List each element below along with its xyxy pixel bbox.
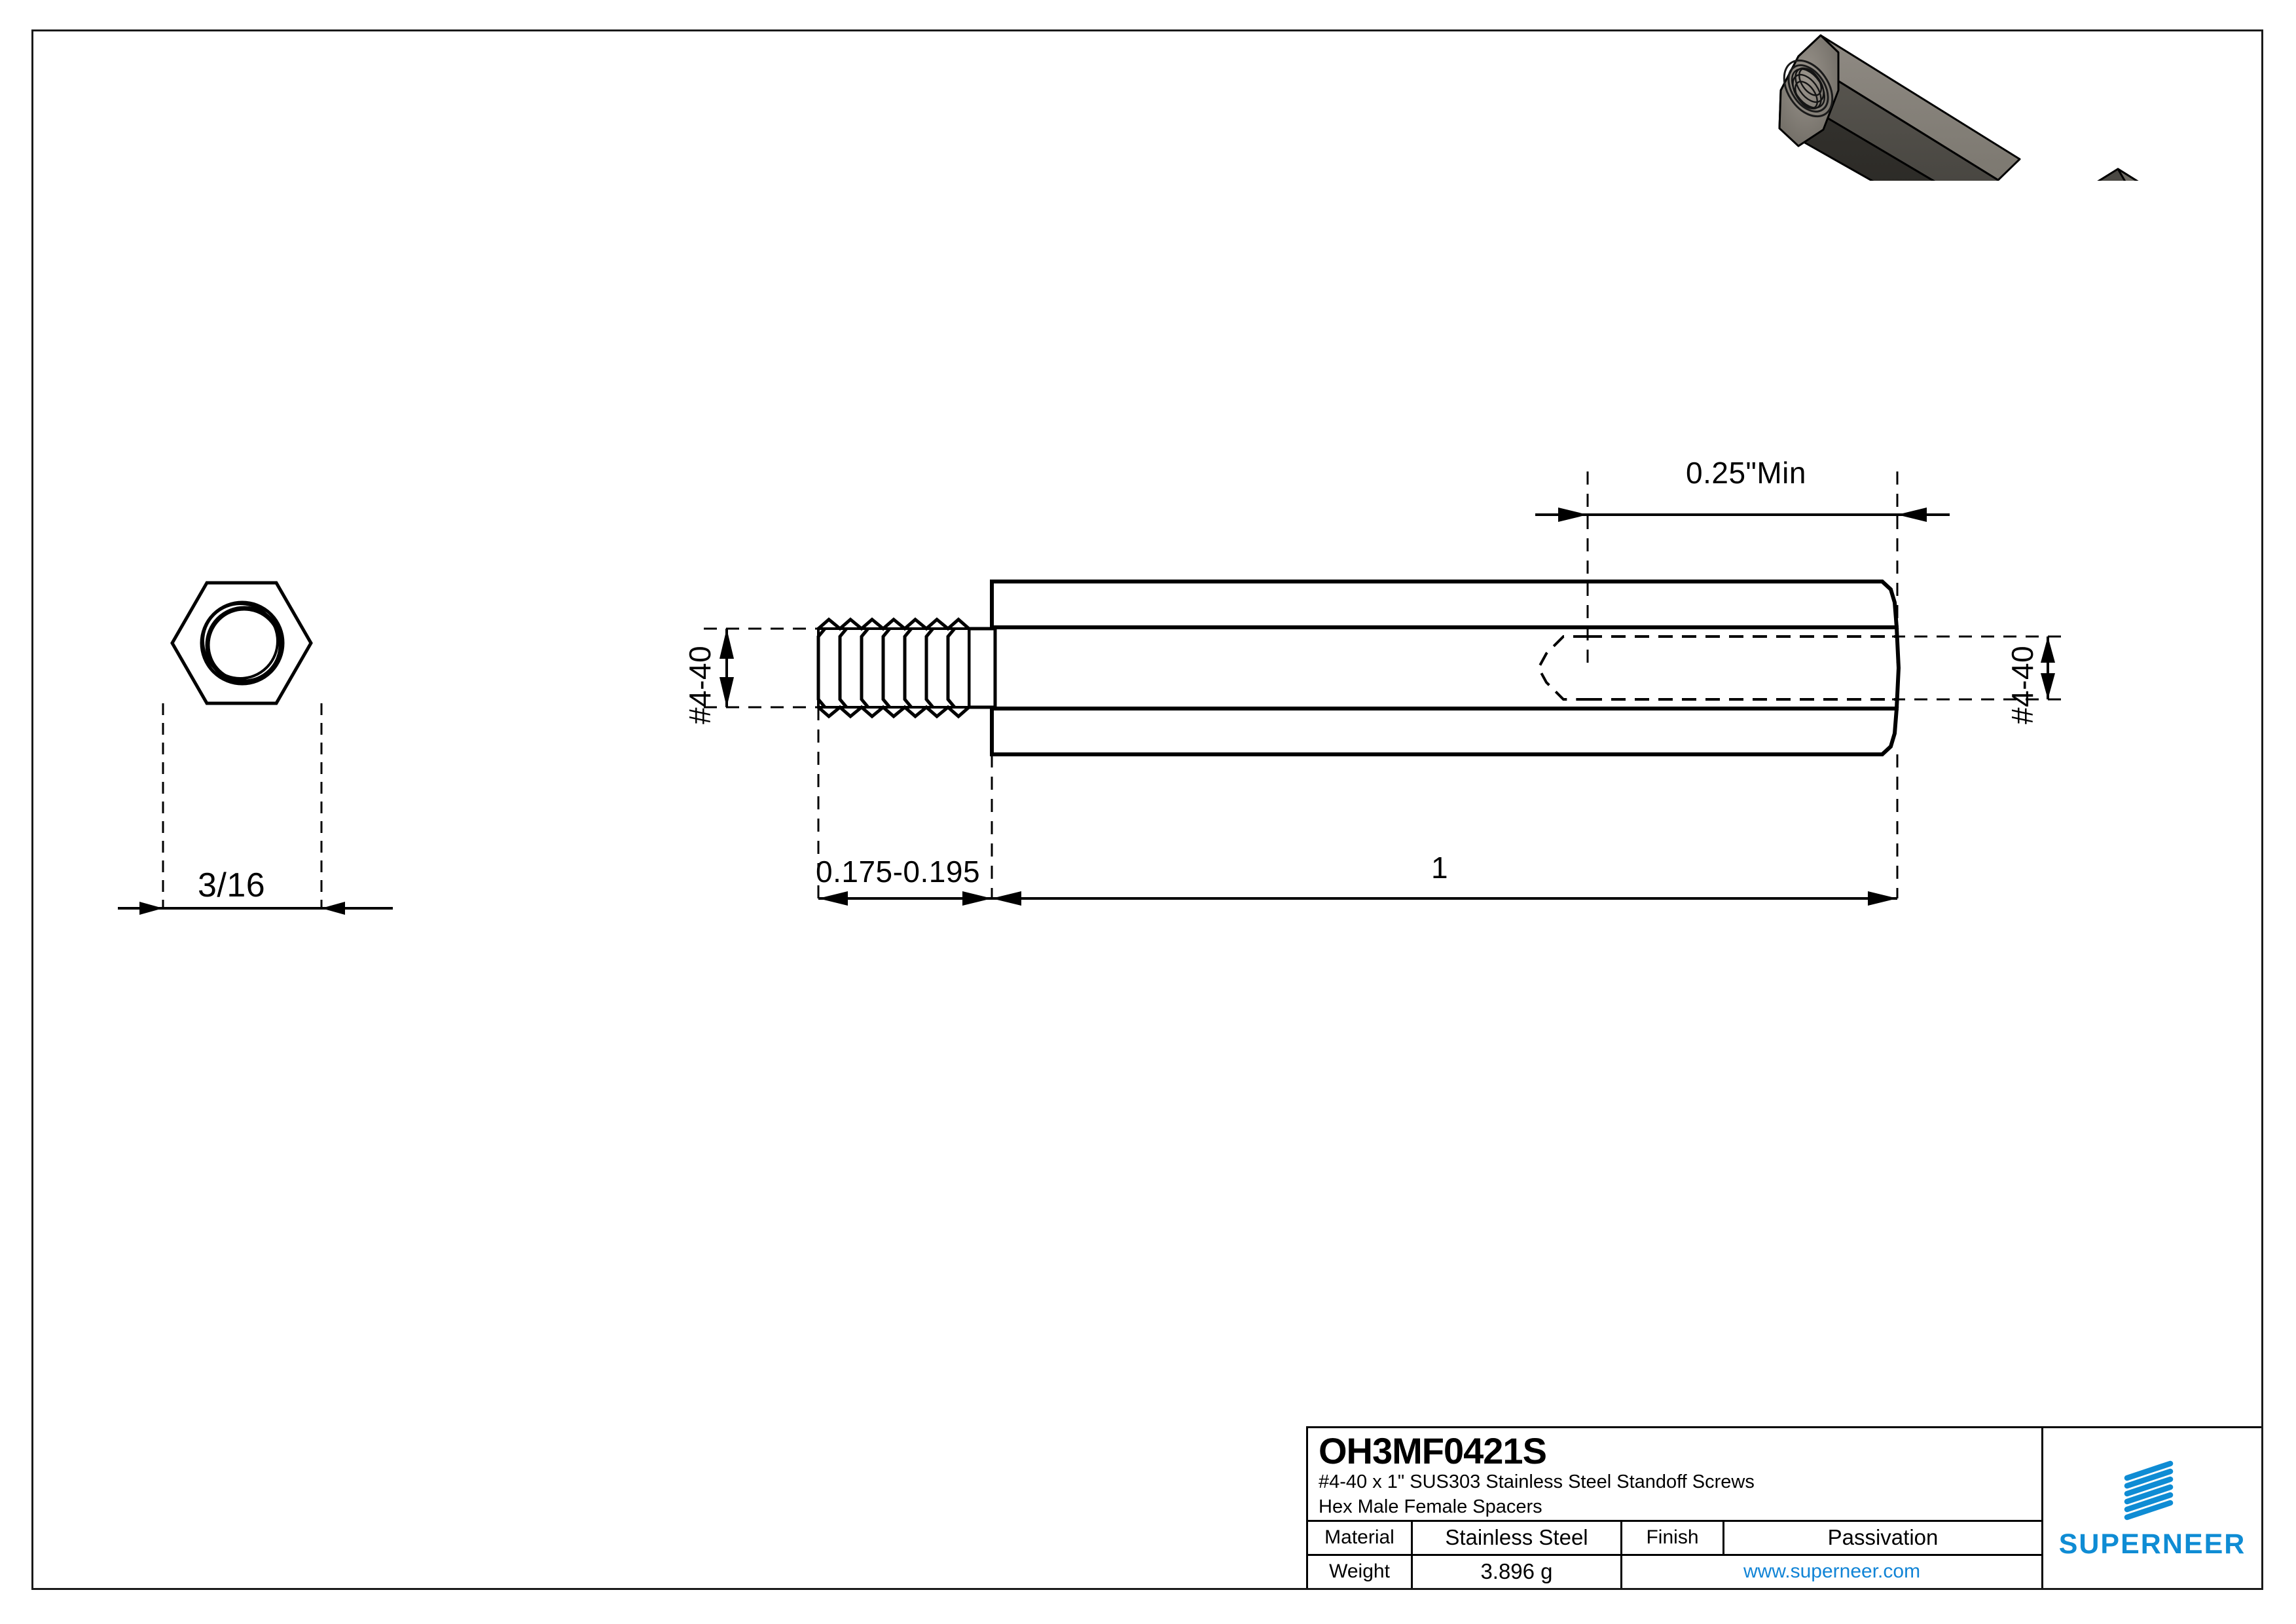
table-row: Material Stainless Steel Finish Passivat… bbox=[1308, 1521, 2041, 1556]
material-value: Stainless Steel bbox=[1413, 1521, 1622, 1554]
hexagon-outline bbox=[170, 581, 313, 705]
description-line-1: #4-40 x 1" SUS303 Stainless Steel Stando… bbox=[1319, 1471, 1755, 1493]
dim-lengths-geometry bbox=[817, 707, 1899, 906]
male-thread-profile bbox=[816, 617, 997, 719]
table-row: Weight 3.896 g www.superneer.com bbox=[1308, 1555, 2041, 1589]
weight-label: Weight bbox=[1308, 1555, 1413, 1589]
finish-value: Passivation bbox=[1827, 1525, 1939, 1550]
description-line-2: Hex Male Female Spacers bbox=[1319, 1496, 1542, 1518]
striped-parallelogram-logo-icon bbox=[2124, 1460, 2173, 1520]
dim-female-thread-geometry bbox=[1892, 635, 2069, 701]
dim-body-length-label: 1 bbox=[1431, 851, 1449, 885]
side-view: 0.25"Min #4-40 #4-40 0.175-0.195 1 bbox=[683, 406, 2291, 930]
side-view-svg bbox=[704, 471, 2069, 906]
dim-male-thread-geometry bbox=[704, 627, 884, 709]
drawing-border bbox=[31, 29, 2263, 1590]
material-label: Material bbox=[1308, 1521, 1413, 1554]
dim-thread-depth-label: 0.25"Min bbox=[1686, 456, 1806, 490]
dim-across-flats: 3/16 bbox=[198, 866, 266, 904]
thread-minor-circle bbox=[205, 606, 283, 684]
brand-name: SUPERNEER bbox=[2058, 1528, 2246, 1560]
dim-male-length-label: 0.175-0.195 bbox=[816, 855, 981, 889]
dim-thread-depth-geometry bbox=[1535, 471, 1950, 668]
spec-table: Material Stainless Steel Finish Passivat… bbox=[1308, 1521, 2041, 1589]
part-number: OH3MF0421S bbox=[1319, 1430, 1547, 1471]
finish-label: Finish bbox=[1622, 1521, 1724, 1554]
female-thread-hidden-lines bbox=[1537, 635, 1897, 701]
title-block-description: OH3MF0421S #4-40 x 1" SUS303 Stainless S… bbox=[1308, 1428, 2041, 1522]
weight-value: 3.896 g bbox=[1413, 1555, 1622, 1589]
website-link[interactable]: www.superneer.com bbox=[1743, 1560, 1921, 1583]
end-view-hex: 3/16 bbox=[118, 563, 393, 930]
hex-end-view-svg bbox=[118, 581, 393, 915]
